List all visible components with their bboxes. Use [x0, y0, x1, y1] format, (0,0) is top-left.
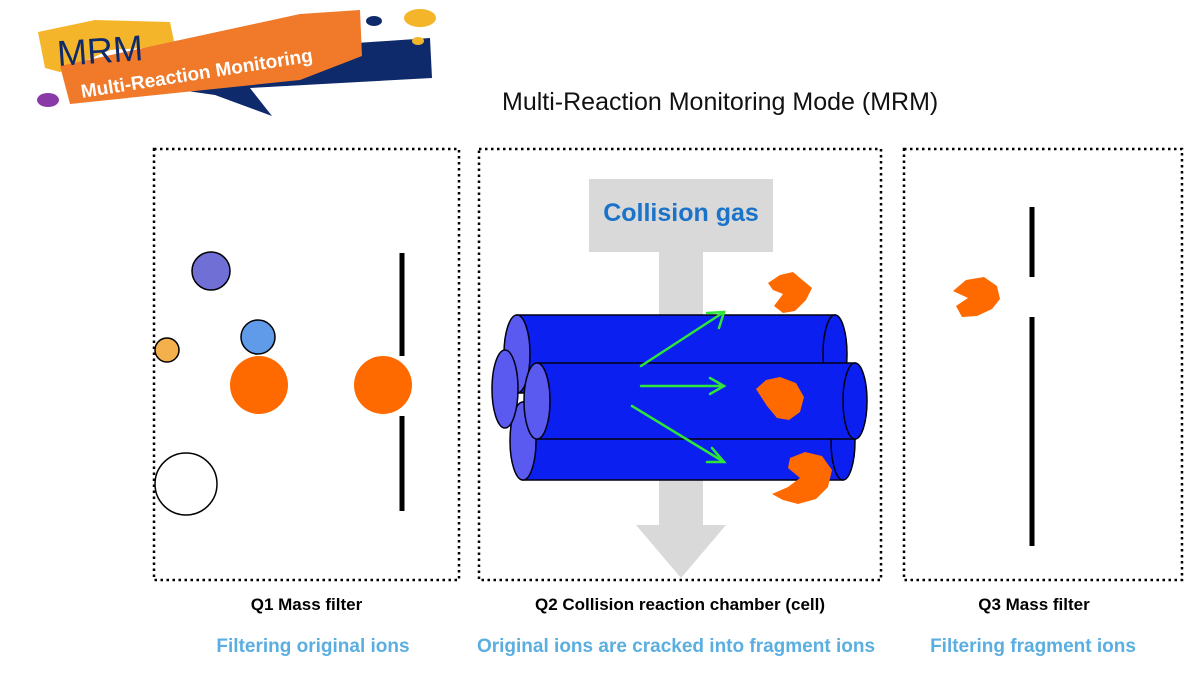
banner-dot-gold [412, 37, 424, 45]
arrow-down [630, 404, 726, 464]
arrow-down-head [705, 446, 727, 464]
q1-ions [154, 251, 412, 516]
fragment-ion-selected [953, 277, 1000, 317]
selected-precursor-ion [354, 356, 412, 414]
banner-dot-purple [37, 93, 59, 107]
fragment-ion-top [768, 272, 812, 313]
fragment-ion-bottom [772, 452, 832, 504]
page-title: Multi-Reaction Monitoring Mode (MRM) [502, 88, 939, 116]
q3-description: Filtering fragment ions [930, 636, 1136, 657]
banner: MRM Multi-Reaction Monitoring [37, 9, 436, 116]
arrow-straight-head [708, 376, 727, 396]
arrow-up-head [705, 310, 726, 330]
banner-yellow-tab [38, 20, 175, 72]
banner-dot-yellow [404, 9, 436, 27]
banner-abbr: MRM [56, 27, 145, 74]
rod-left-near-end [491, 349, 519, 429]
q2-description: Original ions are cracked into fragment … [476, 636, 876, 657]
rod-middle [536, 362, 856, 440]
q1-description: Filtering original ions [216, 636, 410, 657]
ion-amber [154, 337, 180, 363]
q1-label: Q1 Mass filter [250, 595, 363, 614]
rod-middle-near-end [523, 362, 551, 440]
q2-panel-frame [477, 147, 883, 582]
collision-gas-label: Collision gas [603, 199, 759, 227]
precursor-ion [230, 356, 288, 414]
rod-middle-far-end [842, 362, 868, 440]
banner-orange-band [60, 10, 362, 104]
fragment-ion-middle [756, 377, 804, 420]
arrow-up [639, 310, 726, 368]
fragmentation-arrows [630, 310, 727, 464]
q3-panel-frame [902, 147, 1184, 582]
q3-label: Q3 Mass filter [978, 595, 1090, 614]
ion-blue [240, 319, 276, 355]
ion-purple [191, 251, 231, 291]
banner-dot-navy [366, 16, 382, 26]
ion-white [154, 452, 218, 516]
q1-panel-frame [152, 147, 461, 582]
fragment-ions [756, 272, 832, 504]
q2-label: Q2 Collision reaction chamber (cell) [534, 595, 826, 614]
